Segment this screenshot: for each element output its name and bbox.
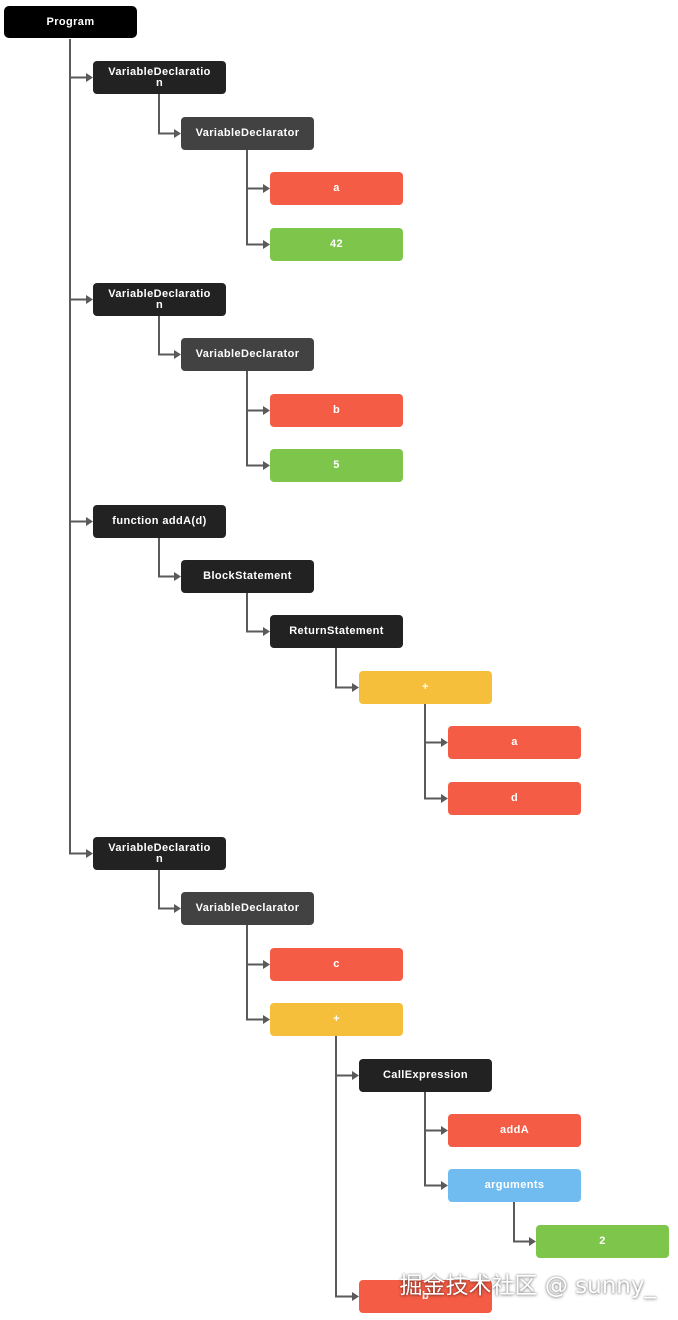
edge-arrow-decl-a: [86, 73, 93, 82]
edge-arrow-callee-adda: [441, 1126, 448, 1135]
node-callee-adda: addA: [448, 1114, 581, 1147]
node-ident-d: d: [448, 782, 581, 815]
edge-arrow-arguments: [441, 1181, 448, 1190]
node-block-stmt: BlockStatement: [181, 560, 314, 593]
edge-arrow-ident-b2: [352, 1292, 359, 1301]
edge-arrow-decl-b: [86, 295, 93, 304]
node-call-expr: CallExpression: [359, 1059, 492, 1092]
node-declarator-a: VariableDeclarator: [181, 117, 314, 150]
edge-arrow-lit-5: [263, 461, 270, 470]
node-return-stmt: ReturnStatement: [270, 615, 403, 648]
node-declarator-c: VariableDeclarator: [181, 892, 314, 925]
edge-arrow-plus-ad: [352, 683, 359, 692]
edge-arrow-block-stmt: [174, 572, 181, 581]
node-decl-a: VariableDeclaration: [93, 61, 226, 94]
edge-arrow-declarator-a: [174, 129, 181, 138]
edge-arrow-return-stmt: [263, 627, 270, 636]
edge-arrow-declarator-c: [174, 904, 181, 913]
node-plus-c: +: [270, 1003, 403, 1036]
edge-arrow-lit-42: [263, 240, 270, 249]
edge-arrow-ident-a2: [441, 738, 448, 747]
edge-arrow-plus-c: [263, 1015, 270, 1024]
node-ident-b2: b: [359, 1280, 492, 1313]
node-plus-ad: +: [359, 671, 492, 704]
edge-arrow-ident-a: [263, 184, 270, 193]
node-program: Program: [4, 6, 137, 38]
node-ident-a: a: [270, 172, 403, 205]
edge-arrow-ident-d: [441, 794, 448, 803]
node-declarator-b: VariableDeclarator: [181, 338, 314, 371]
node-ident-a2: a: [448, 726, 581, 759]
node-lit-2: 2: [536, 1225, 669, 1258]
node-lit-5: 5: [270, 449, 403, 482]
edge-arrow-lit-2: [529, 1237, 536, 1246]
node-func-adda: function addA(d): [93, 505, 226, 538]
node-ident-c: c: [270, 948, 403, 981]
watermark: 掘金技术社区 @ sunny_: [399, 1273, 656, 1299]
node-decl-b: VariableDeclaration: [93, 283, 226, 316]
edge-arrow-declarator-b: [174, 350, 181, 359]
edge-arrow-func-adda: [86, 517, 93, 526]
edge-arrow-call-expr: [352, 1071, 359, 1080]
edge-arrow-ident-b: [263, 406, 270, 415]
node-ident-b: b: [270, 394, 403, 427]
edge-arrow-decl-c: [86, 849, 93, 858]
node-decl-c: VariableDeclaration: [93, 837, 226, 870]
edge-arrow-ident-c: [263, 960, 270, 969]
node-arguments: arguments: [448, 1169, 581, 1202]
node-lit-42: 42: [270, 228, 403, 261]
